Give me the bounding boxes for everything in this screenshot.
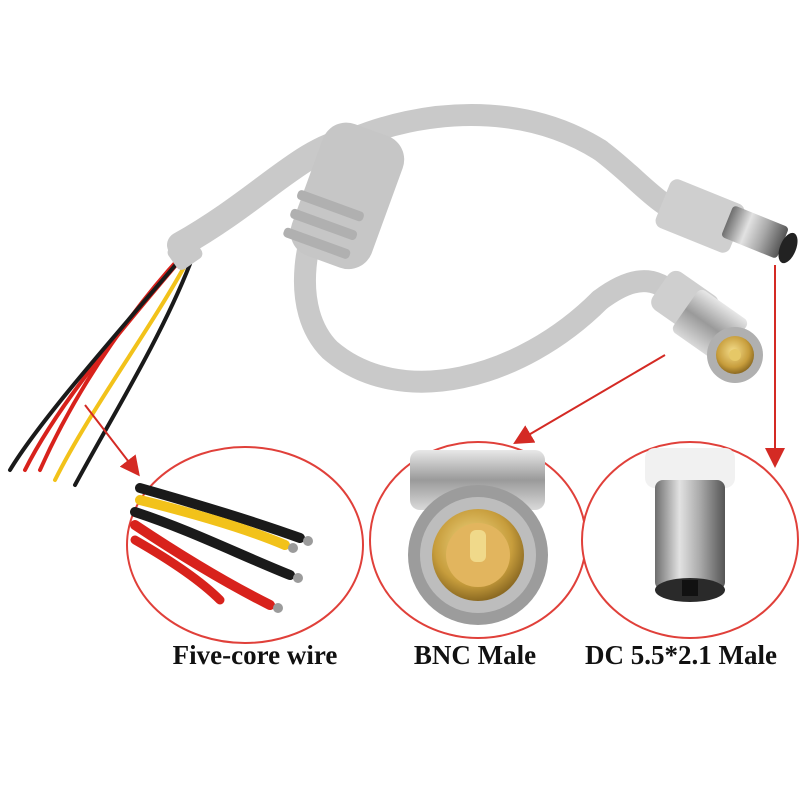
detail-circle-bnc bbox=[369, 441, 587, 639]
wire-bundle bbox=[8, 250, 192, 487]
bnc-connector bbox=[651, 270, 763, 383]
caption-bnc-male: BNC Male bbox=[413, 640, 537, 670]
dc-plug bbox=[655, 179, 798, 264]
cable-splitter bbox=[283, 122, 405, 270]
callout-arrows bbox=[84, 265, 785, 477]
detail-circle-dc bbox=[581, 441, 799, 639]
detail-circle-wire bbox=[126, 446, 364, 644]
cable-sleeve-end bbox=[167, 236, 203, 270]
caption-five-core-wire: Five-core wire bbox=[172, 640, 338, 670]
caption-dc-male: DC 5.5*2.1 Male bbox=[585, 640, 777, 670]
gray-cable bbox=[167, 104, 701, 393]
